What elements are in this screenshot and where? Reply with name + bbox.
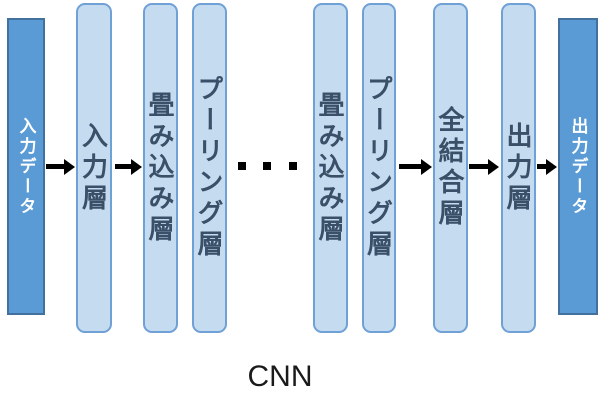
pooling-layer-2-bar: プーリング層 <box>362 3 396 333</box>
ellipsis-dot-icon <box>263 162 271 170</box>
arrow-icon <box>537 158 557 175</box>
input-layer-bar: 入力層 <box>76 3 112 333</box>
fully-connected-layer-bar: 全結合層 <box>433 3 468 333</box>
conv-layer-1-label: 畳み込み層 <box>145 90 175 246</box>
diagram-caption: CNN <box>247 360 313 393</box>
pooling-layer-1-label: プーリング層 <box>194 75 224 261</box>
pooling-layer-2-label: プーリング層 <box>363 75 394 261</box>
arrow-icon <box>46 158 75 175</box>
arrow-icon <box>115 158 142 175</box>
fully-connected-layer-label: 全結合層 <box>435 106 465 230</box>
pooling-layer-1-bar: プーリング層 <box>192 3 227 333</box>
arrow-head <box>488 158 499 175</box>
arrow-shaft <box>537 164 546 169</box>
arrow-shaft <box>469 164 488 169</box>
input-data-label: 入力データ <box>16 116 36 217</box>
arrow-head <box>546 158 557 175</box>
output-layer-bar: 出力層 <box>501 3 536 333</box>
ellipsis-dot-icon <box>238 162 246 170</box>
arrow-head <box>421 158 432 175</box>
output-data-bar: 出力データ <box>558 18 598 315</box>
arrow-shaft <box>46 164 64 169</box>
output-layer-label: 出力層 <box>503 121 533 215</box>
arrow-head <box>64 158 75 175</box>
arrow-head <box>131 158 142 175</box>
conv-layer-1-bar: 畳み込み層 <box>143 3 178 333</box>
input-layer-label: 入力層 <box>78 121 109 215</box>
arrow-shaft <box>115 164 131 169</box>
arrow-icon <box>399 158 432 175</box>
conv-layer-2-label: 畳み込み層 <box>315 90 345 246</box>
input-data-bar: 入力データ <box>7 18 45 315</box>
arrow-shaft <box>399 164 421 169</box>
ellipsis-dot-icon <box>289 162 297 170</box>
conv-layer-2-bar: 畳み込み層 <box>313 3 348 333</box>
output-data-label: 出力データ <box>568 116 588 217</box>
arrow-icon <box>469 158 499 175</box>
